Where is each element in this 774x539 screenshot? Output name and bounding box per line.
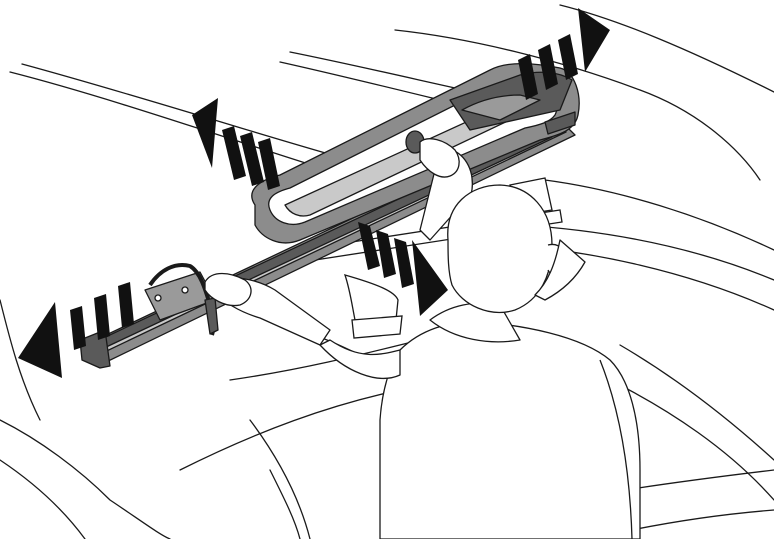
torso — [380, 322, 640, 539]
wheel-strap — [205, 298, 218, 334]
direction-arrow-upper-left — [192, 98, 280, 190]
